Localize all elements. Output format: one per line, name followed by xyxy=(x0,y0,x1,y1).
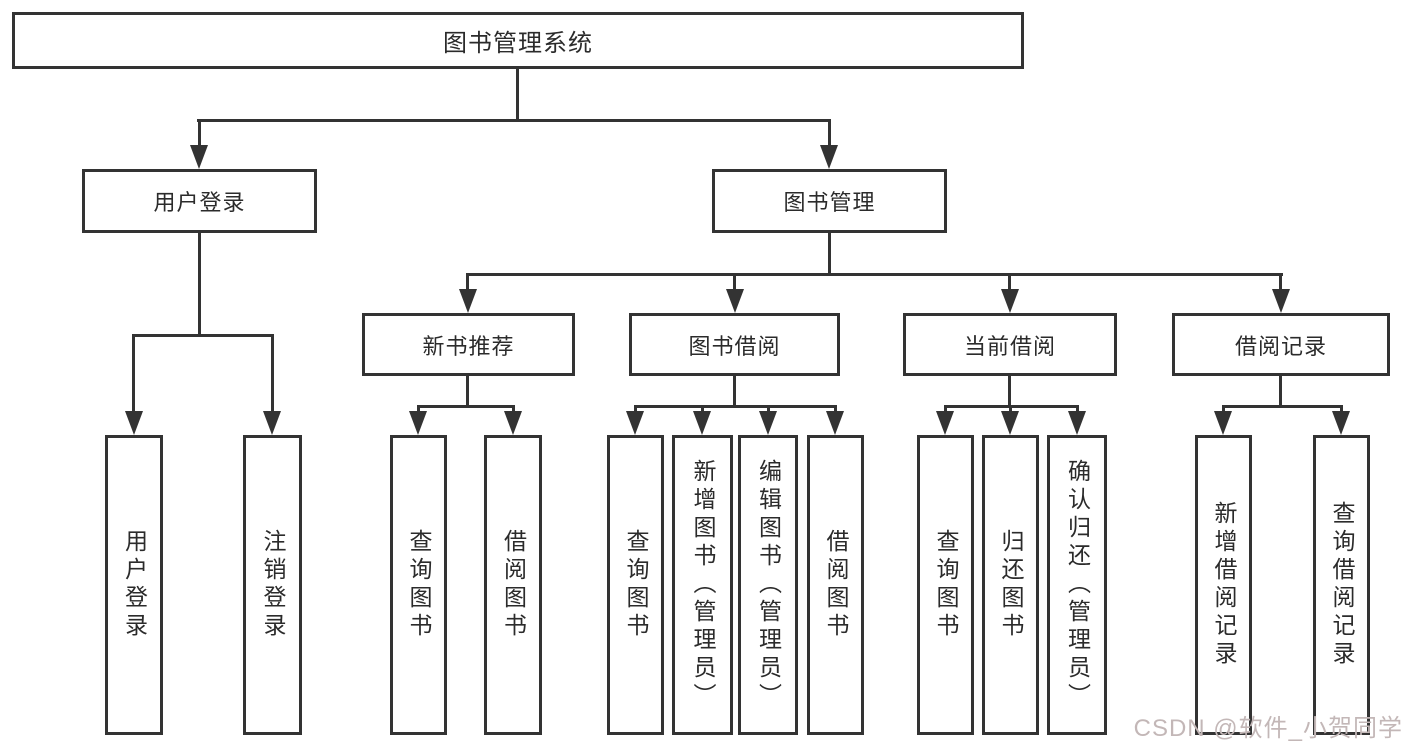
connector-line xyxy=(466,273,1283,276)
connector-line xyxy=(733,275,736,291)
connector-line xyxy=(1009,407,1012,413)
node-current-borrowing: 当前借阅 xyxy=(903,313,1117,376)
node-query-borrow-record: 查询借阅记录 xyxy=(1313,435,1370,735)
arrow-down-icon xyxy=(1332,411,1350,435)
connector-line xyxy=(634,407,637,413)
connector-line xyxy=(466,376,469,407)
arrow-down-icon xyxy=(1068,411,1086,435)
node-add-borrow-record: 新增借阅记录 xyxy=(1195,435,1252,735)
connector-line xyxy=(132,336,135,413)
arrow-down-icon xyxy=(726,289,744,313)
node-library-system: 图书管理系统 xyxy=(12,12,1024,69)
connector-line xyxy=(834,407,837,413)
connector-line xyxy=(1008,275,1011,291)
arrow-down-icon xyxy=(504,411,522,435)
arrow-down-icon xyxy=(263,411,281,435)
arrow-down-icon xyxy=(936,411,954,435)
connector-line xyxy=(944,405,1079,408)
node-add-book-admin: 新增图书（管理员） xyxy=(672,435,733,735)
node-new-book-recommendation: 新书推荐 xyxy=(362,313,575,376)
node-book-management: 图书管理 xyxy=(712,169,947,233)
connector-line xyxy=(1340,407,1343,413)
node-logout: 注销登录 xyxy=(243,435,302,735)
connector-line xyxy=(828,233,831,275)
connector-line xyxy=(1076,407,1079,413)
arrow-down-icon xyxy=(693,411,711,435)
connector-line xyxy=(132,334,274,337)
connector-line xyxy=(417,407,420,413)
connector-line xyxy=(516,69,519,121)
node-confirm-return-admin: 确认归还（管理员） xyxy=(1047,435,1107,735)
arrow-down-icon xyxy=(820,145,838,169)
arrow-down-icon xyxy=(626,411,644,435)
connector-line xyxy=(1222,405,1343,408)
arrow-down-icon xyxy=(459,289,477,313)
connector-line xyxy=(944,407,947,413)
node-borrow-books-recommend: 借阅图书 xyxy=(484,435,542,735)
arrow-down-icon xyxy=(1272,289,1290,313)
arrow-down-icon xyxy=(826,411,844,435)
connector-line xyxy=(1222,407,1225,413)
connector-line xyxy=(271,336,274,413)
connector-line xyxy=(1008,376,1011,407)
arrow-down-icon xyxy=(1001,289,1019,313)
arrow-down-icon xyxy=(125,411,143,435)
node-book-borrowing: 图书借阅 xyxy=(629,313,840,376)
node-query-books-borrowing: 查询图书 xyxy=(607,435,664,735)
arrow-down-icon xyxy=(1214,411,1232,435)
node-borrow-books-borrowing: 借阅图书 xyxy=(807,435,864,735)
node-user-login-action: 用户登录 xyxy=(105,435,163,735)
connector-line xyxy=(512,407,515,413)
arrow-down-icon xyxy=(759,411,777,435)
connector-line xyxy=(198,121,201,147)
connector-line xyxy=(417,405,515,408)
connector-line xyxy=(198,233,201,337)
node-query-books-current: 查询图书 xyxy=(917,435,974,735)
node-edit-book-admin: 编辑图书（管理员） xyxy=(738,435,798,735)
connector-line xyxy=(466,275,469,291)
connector-line xyxy=(1279,376,1282,407)
connector-line xyxy=(197,119,831,122)
arrow-down-icon xyxy=(190,145,208,169)
node-query-books-recommend: 查询图书 xyxy=(390,435,447,735)
connector-line xyxy=(1279,275,1282,291)
connector-line xyxy=(634,405,837,408)
connector-line xyxy=(733,376,736,407)
csdn-watermark: CSDN @软件_小贺同学 xyxy=(1133,715,1403,742)
connector-line xyxy=(828,121,831,147)
node-borrowing-records: 借阅记录 xyxy=(1172,313,1390,376)
node-return-books: 归还图书 xyxy=(982,435,1039,735)
arrow-down-icon xyxy=(409,411,427,435)
connector-line xyxy=(701,407,704,413)
arrow-down-icon xyxy=(1001,411,1019,435)
connector-line xyxy=(767,407,770,413)
node-user-login: 用户登录 xyxy=(82,169,317,233)
